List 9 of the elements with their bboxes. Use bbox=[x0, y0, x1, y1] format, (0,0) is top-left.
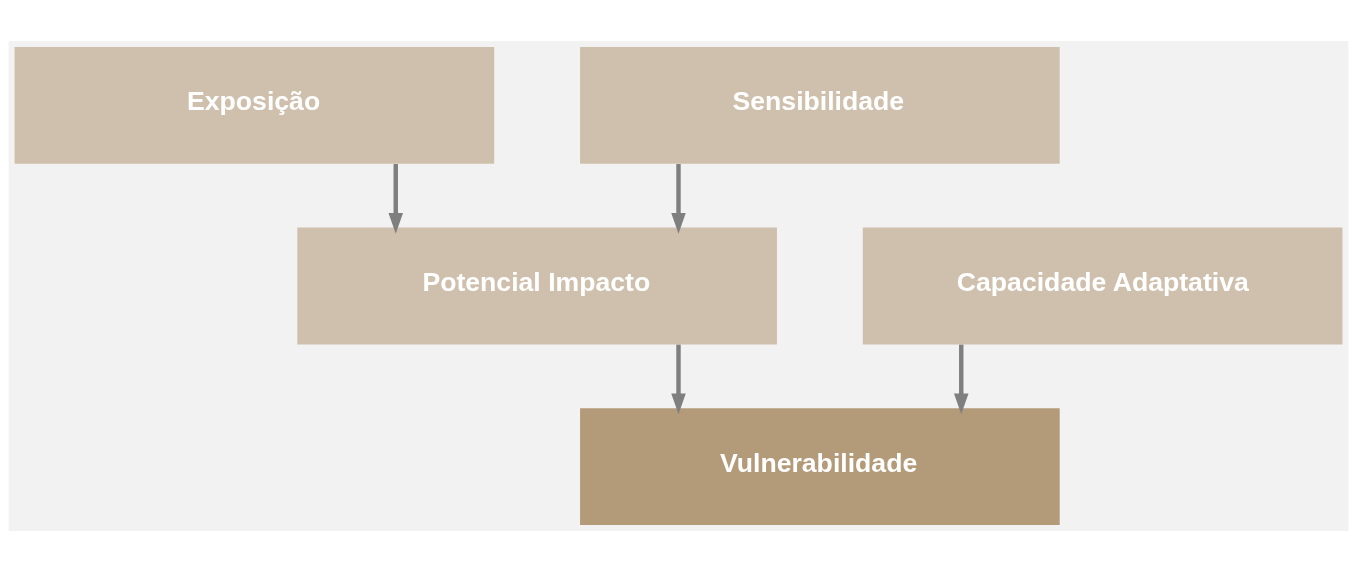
arrow bbox=[671, 164, 686, 234]
node-box: Potencial Impacto bbox=[297, 227, 777, 345]
node-box: Vulnerabilidade bbox=[580, 408, 1060, 526]
arrow bbox=[671, 344, 686, 415]
arrow bbox=[953, 344, 969, 415]
node-box: Exposição bbox=[14, 46, 495, 164]
node-box: Capacidade Adaptativa bbox=[862, 227, 1343, 345]
node-box: Sensibilidade bbox=[580, 46, 1060, 164]
arrow bbox=[388, 164, 404, 234]
